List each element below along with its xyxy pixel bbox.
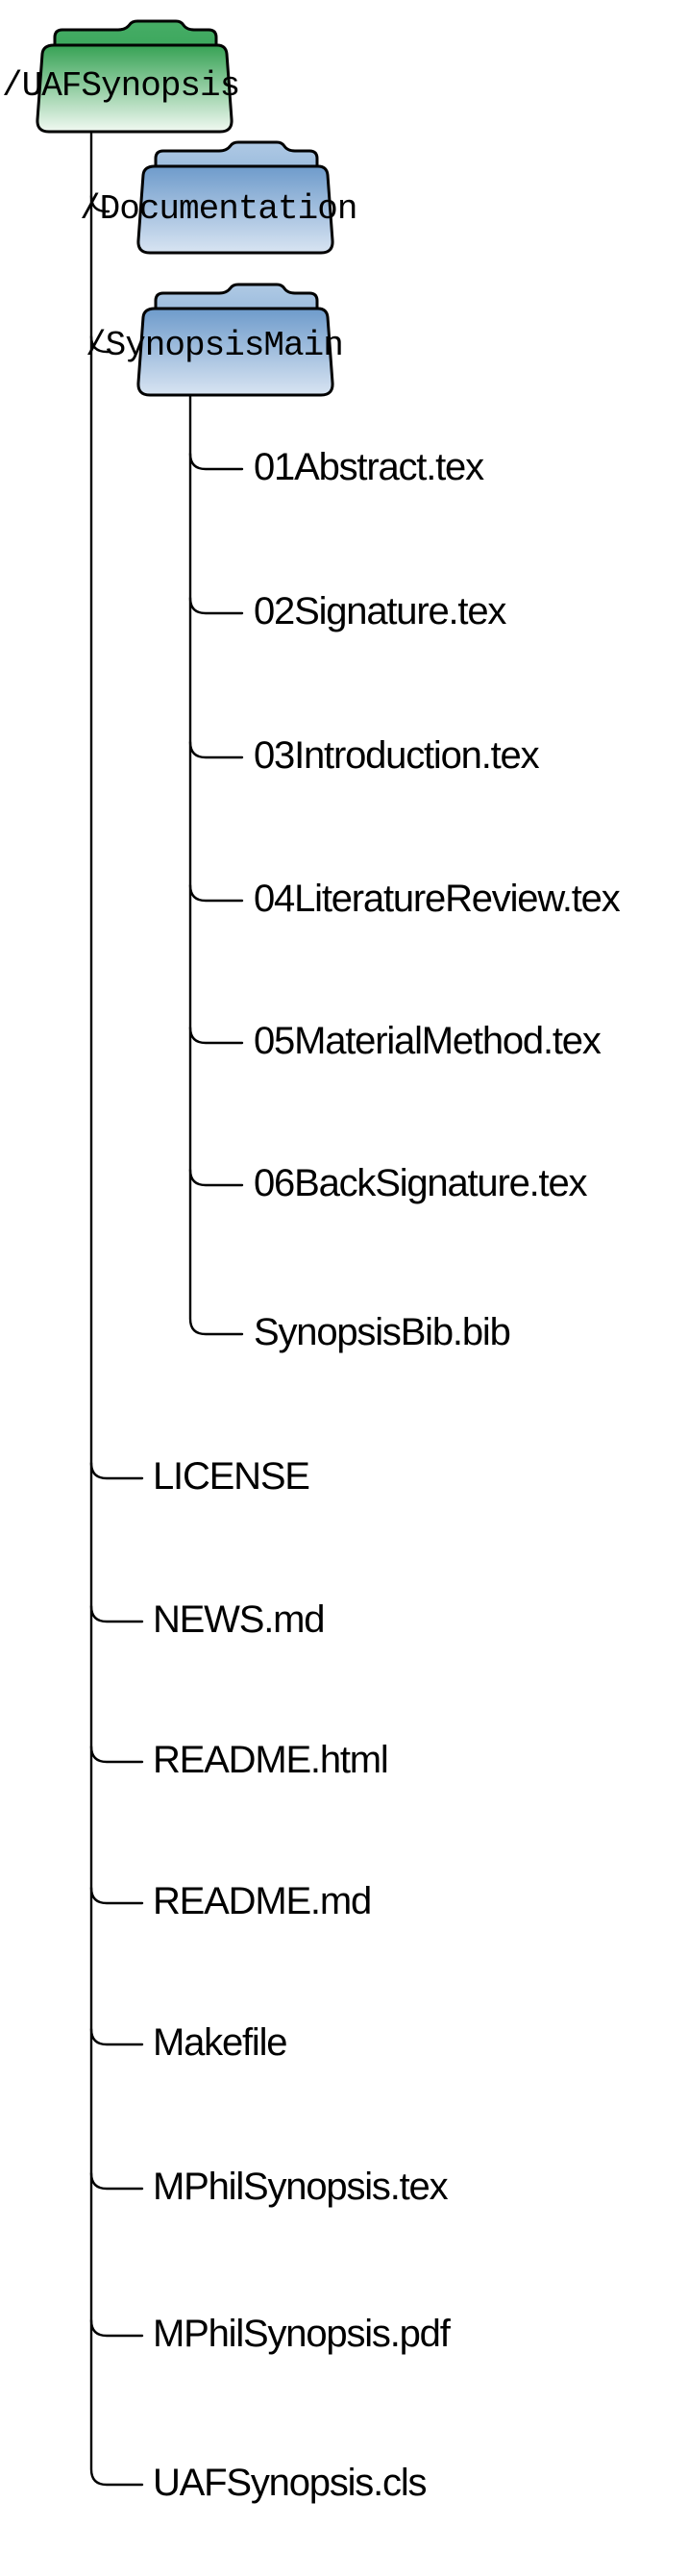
- file-label-04literaturereview-tex: 04LiteratureReview.tex: [254, 878, 621, 920]
- folder-front: [136, 164, 334, 255]
- file-label-synopsisbib-bib: SynopsisBib.bib: [254, 1311, 511, 1353]
- file-label-uafsynopsis-cls: UAFSynopsis.cls: [153, 2462, 428, 2504]
- branch-readme-html: [89, 1745, 144, 1764]
- branch-readme-md: [89, 1886, 144, 1905]
- branch-makefile: [89, 2027, 144, 2046]
- file-label-06backsignature-tex: 06BackSignature.tex: [254, 1162, 588, 1204]
- file-label-news-md: NEWS.md: [153, 1598, 325, 1641]
- branch-06backsignature: [188, 1168, 244, 1187]
- file-label-makefile: Makefile: [153, 2021, 288, 2064]
- branch-mphilsynopsis-pdf: [89, 2318, 144, 2338]
- file-label-02signature-tex: 02Signature.tex: [254, 590, 506, 632]
- folder-front: [136, 307, 334, 397]
- branch-02signature: [188, 596, 244, 615]
- file-label-readme-html: README.html: [153, 1739, 389, 1781]
- branch-license: [89, 1461, 144, 1480]
- file-label-readme-md: README.md: [153, 1880, 372, 1922]
- folder-label-uafsynopsis: /UAFSynopsis: [2, 66, 240, 106]
- file-label-mphilsynopsis-tex: MPhilSynopsis.tex: [153, 2166, 449, 2208]
- branch-03introduction: [188, 740, 244, 759]
- branch-documentation: [89, 194, 111, 213]
- file-label-03introduction-tex: 03Introduction.tex: [254, 734, 540, 777]
- file-label-05materialmethod-tex: 05MaterialMethod.tex: [254, 1020, 602, 1062]
- branch-news-md: [89, 1604, 144, 1623]
- trunk-root: [89, 132, 144, 2487]
- branch-01abstract: [188, 452, 244, 471]
- branch-synopsismain: [89, 334, 111, 354]
- folder-label-documentation: /Documentation: [80, 189, 357, 229]
- tree-connector-lines: [89, 132, 244, 2487]
- branch-mphilsynopsis-tex: [89, 2171, 144, 2191]
- folder-icon-uafsynopsis: [36, 19, 233, 134]
- folder-label-synopsismain: /SynopsisMain: [86, 326, 344, 365]
- branch-04literaturereview: [188, 883, 244, 903]
- folder-icon-synopsismain: [136, 283, 334, 397]
- file-label-mphilsynopsis-pdf: MPhilSynopsis.pdf: [153, 2313, 451, 2355]
- file-label-license: LICENSE: [153, 1455, 310, 1498]
- file-label-01abstract-tex: 01Abstract.tex: [254, 446, 484, 488]
- folder-icon-documentation: [136, 140, 334, 255]
- folder-front: [36, 43, 233, 134]
- branch-05materialmethod: [188, 1026, 244, 1045]
- trunk-synopsismain: [188, 393, 244, 1336]
